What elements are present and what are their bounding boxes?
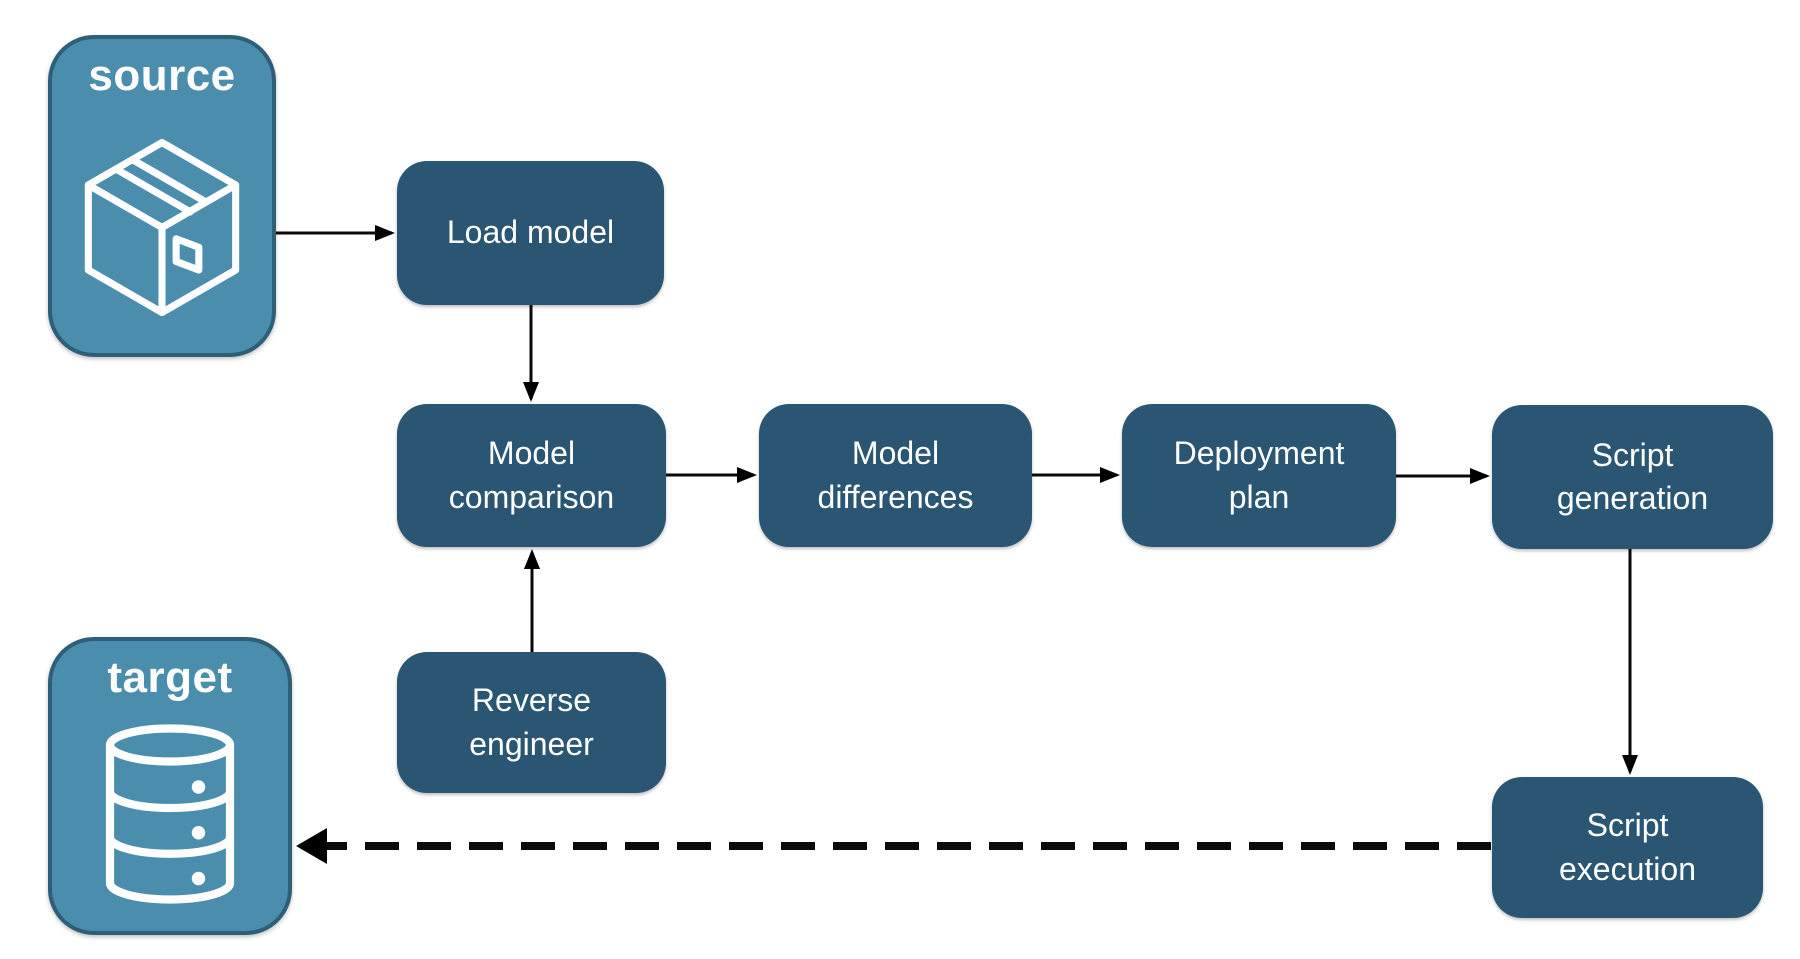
package-icon <box>52 101 272 353</box>
node-model-differences-label: Model differences <box>817 435 974 515</box>
node-reverse-engineer-label: Reverse engineer <box>469 682 594 762</box>
source-group-label: source <box>88 51 236 100</box>
node-script-execution-label: Script execution <box>1559 807 1696 887</box>
target-group: target <box>48 637 292 935</box>
node-deployment-plan-label: Deployment plan <box>1173 435 1345 515</box>
node-load-model: Load model <box>397 161 664 305</box>
node-model-comparison-label: Model comparison <box>448 435 615 515</box>
source-group: source <box>48 35 276 357</box>
package-icon-graphic <box>84 138 240 316</box>
node-script-generation: Script generation <box>1492 405 1773 549</box>
node-model-differences: Model differences <box>759 404 1032 547</box>
node-deployment-plan: Deployment plan <box>1122 404 1396 547</box>
node-script-generation-label: Script generation <box>1556 436 1709 516</box>
node-script-execution: Script execution <box>1492 777 1763 918</box>
target-group-label: target <box>107 653 233 702</box>
node-reverse-engineer: Reverse engineer <box>397 652 666 793</box>
node-model-comparison: Model comparison <box>397 404 666 547</box>
node-load-model-label: Load model <box>446 214 615 251</box>
database-icon-graphic <box>105 724 235 904</box>
database-icon <box>52 703 288 931</box>
